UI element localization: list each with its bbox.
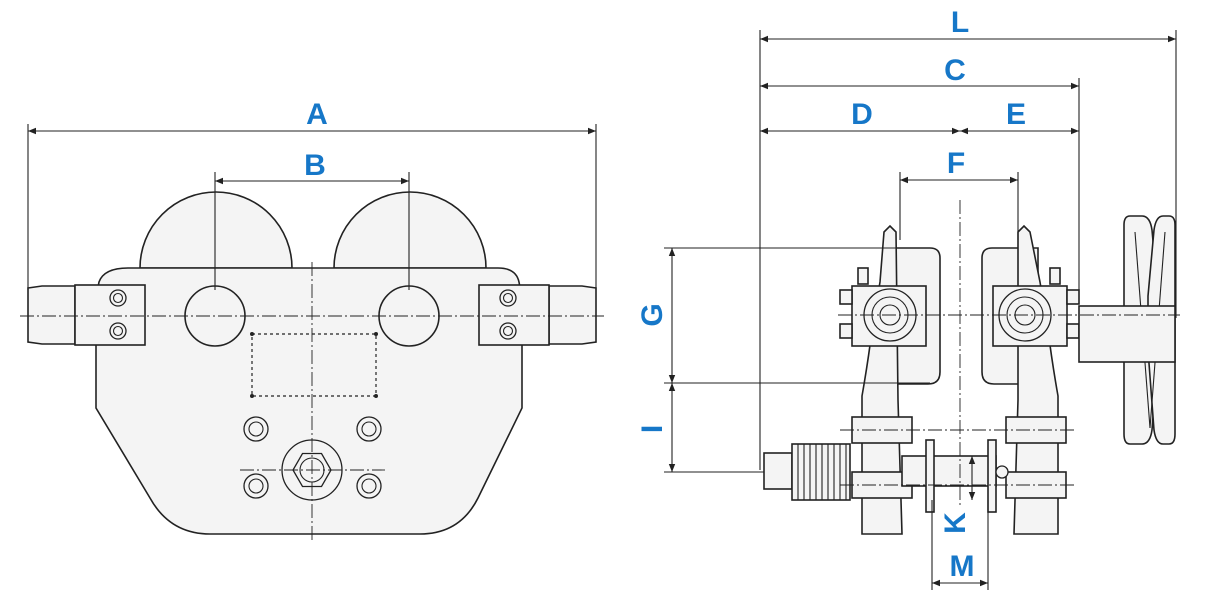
side-view: L C D E F G I K M <box>636 6 1180 590</box>
label-M: M <box>950 550 975 583</box>
label-L: L <box>951 6 969 39</box>
label-F: F <box>947 147 965 180</box>
side-axle-shaft <box>1078 305 1176 363</box>
label-A: A <box>306 98 328 131</box>
front-clamp-left <box>27 284 146 346</box>
front-clamp-right <box>478 284 597 346</box>
front-view: A B <box>20 98 604 540</box>
label-C: C <box>944 54 966 87</box>
front-hidden-rect <box>251 333 377 397</box>
side-bearing-right <box>992 267 1080 347</box>
label-G: G <box>636 303 669 326</box>
front-wheel-right <box>333 191 487 269</box>
label-D: D <box>851 98 873 131</box>
label-B: B <box>304 149 326 182</box>
front-wheel-left <box>139 191 293 269</box>
label-K: K <box>939 512 972 534</box>
label-E: E <box>1006 98 1026 131</box>
label-I: I <box>636 425 669 433</box>
side-threaded-spindle <box>763 439 1009 513</box>
